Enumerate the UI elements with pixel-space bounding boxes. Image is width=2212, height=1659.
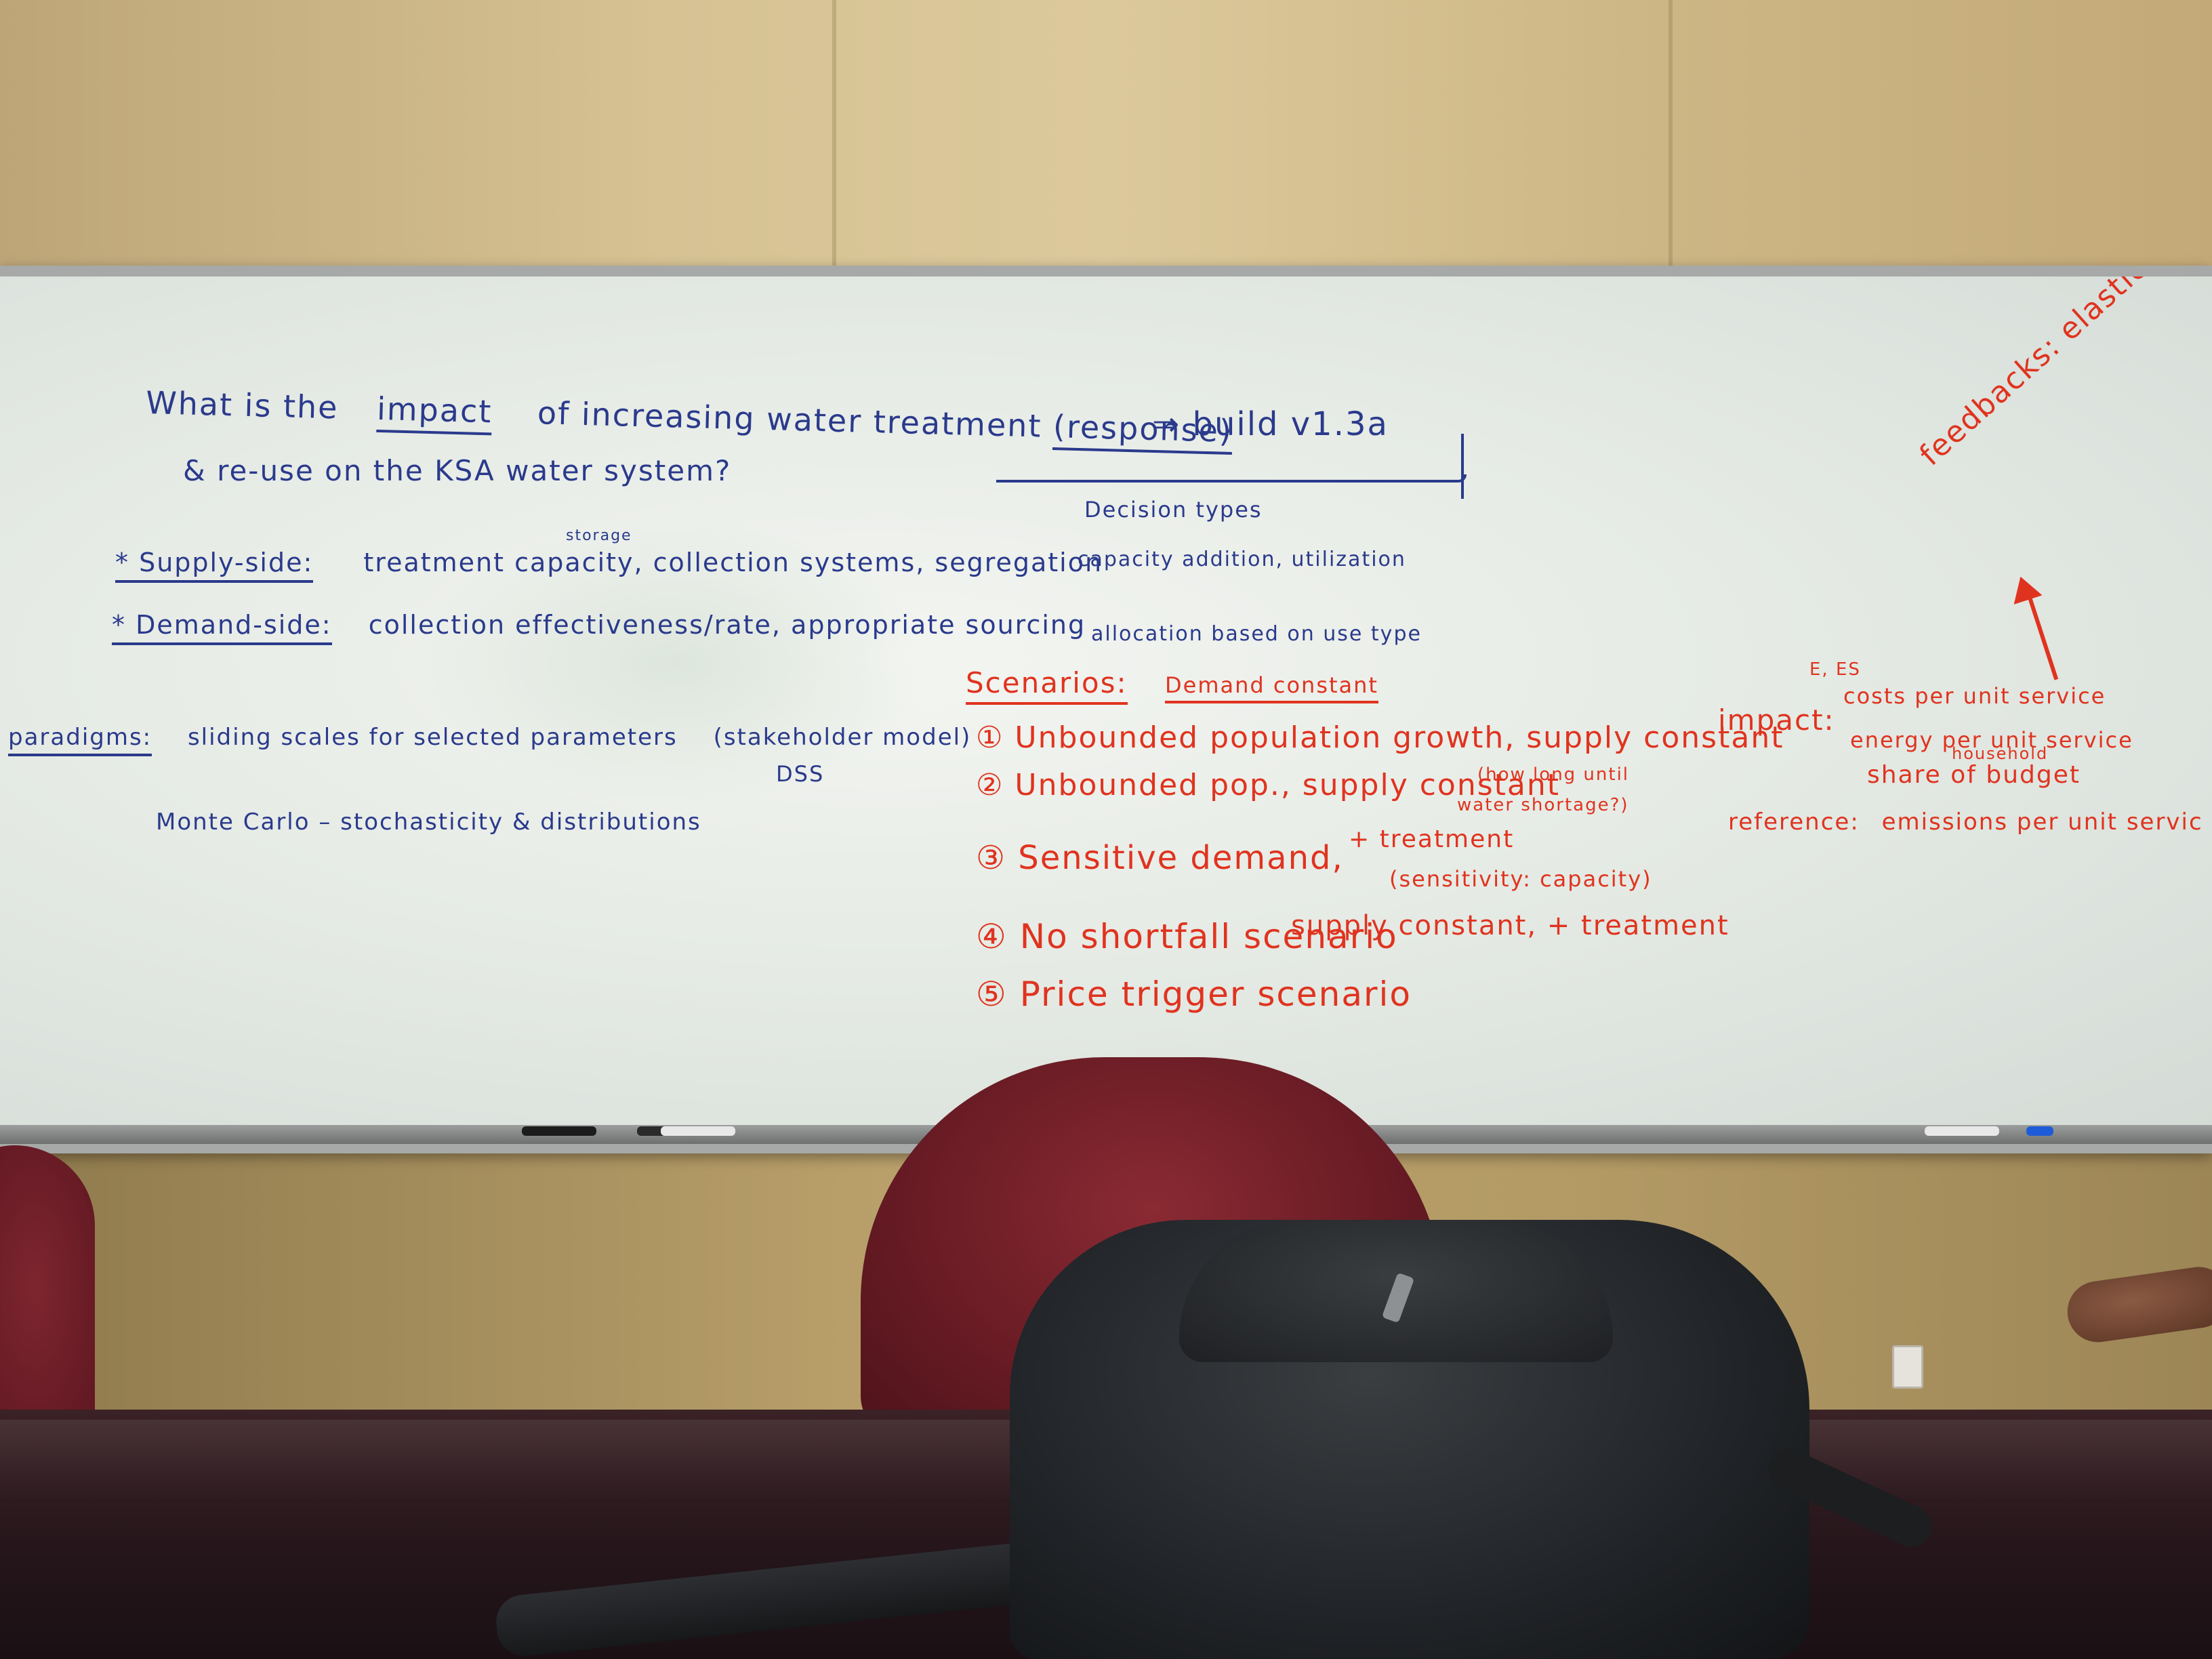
question-rest: of increasing water treatment <box>537 394 1043 445</box>
scenarios-title: Scenarios: <box>966 666 1128 705</box>
impact-insert: household <box>1952 744 2049 763</box>
build-bracket-vertical <box>1461 434 1464 499</box>
supply-side-text: treatment capacity, collection systems, … <box>363 548 1103 577</box>
question-what: What is the <box>145 384 340 426</box>
impact-line-2: energy per unit service <box>1850 727 2133 753</box>
scenario-1: ① Unbounded population growth, supply co… <box>976 720 1784 755</box>
decision-line-2: allocation based on use type <box>1091 622 1422 646</box>
feedbacks-text: feedbacks: elasticities <box>1912 276 2206 473</box>
monte-carlo-line: Monte Carlo – stochasticity & distributi… <box>156 808 701 836</box>
scenarios-title-line: Scenarios: Demand constant <box>966 666 1378 705</box>
paradigms-paren: (stakeholder model) <box>713 724 972 751</box>
build-bracket <box>996 474 1467 483</box>
paradigms-dss: DSS <box>776 761 825 787</box>
question-line-2: & re-use on the KSA water system? <box>183 454 732 487</box>
scenario-4: ④ No shortfall scenario <box>976 917 1398 956</box>
marker[interactable] <box>1925 1126 1999 1136</box>
scenario-2-note-b: water shortage?) <box>1457 795 1629 815</box>
scenario-4-note: supply constant, + treatment <box>1291 910 1729 941</box>
scenario-3-note-b: (sensitivity: capacity) <box>1389 866 1652 892</box>
question-impact: impact <box>376 390 493 436</box>
reference-line: reference: emissions per unit servic <box>1728 808 2203 836</box>
whiteboard: What is the impact of increasing water t… <box>0 276 2212 1130</box>
build-note: ⇒ build v1.3a <box>1152 405 1389 443</box>
wall-upper <box>0 0 2212 271</box>
scenario-2-note-a: (how long until <box>1477 764 1630 785</box>
paradigms-label: paradigms: <box>8 724 152 756</box>
demand-side-label: * Demand-side: <box>112 610 332 645</box>
impact-line-3: share of budget <box>1867 761 2081 789</box>
decision-line-1: capacity addition, utilization <box>1078 548 1406 571</box>
wall-seam <box>832 0 836 271</box>
impact-line-1: costs per unit service <box>1843 683 2106 709</box>
wall-seam <box>1668 0 1673 271</box>
wall-outlet <box>1892 1345 1923 1389</box>
supply-side-insert: storage <box>566 527 632 544</box>
paradigms-text: sliding scales for selected parameters <box>187 724 678 751</box>
demand-side-text: collection effectiveness/rate, appropria… <box>368 610 1086 640</box>
supply-side-line: * Supply-side: treatment capacity, colle… <box>115 548 1103 583</box>
question-line-1: What is the impact of increasing water t… <box>145 384 1233 455</box>
scenario-3: ③ Sensitive demand, <box>976 839 1344 877</box>
scenario-2: ② Unbounded pop., supply constant <box>976 768 1560 802</box>
scenario-3-note-a: + treatment <box>1349 825 1515 853</box>
reference-label: reference: <box>1728 808 1860 836</box>
scenarios-note: Demand constant <box>1164 672 1378 703</box>
marker[interactable] <box>522 1126 596 1136</box>
decision-title: Decision types <box>1084 497 1263 523</box>
impact-label: impact: <box>1718 703 1835 737</box>
impact-superscript: E, ES <box>1809 659 1861 680</box>
marker[interactable] <box>2026 1126 2053 1136</box>
supply-side-label: * Supply-side: <box>115 548 314 583</box>
demand-side-line: * Demand-side: collection effectiveness/… <box>112 610 1086 645</box>
reference-text: emissions per unit servic <box>1881 808 2203 836</box>
scenario-5: ⑤ Price trigger scenario <box>976 975 1412 1014</box>
marker[interactable] <box>661 1126 735 1136</box>
paradigms-line: paradigms: sliding scales for selected p… <box>8 724 972 756</box>
feedbacks-note: feedbacks: elasticities <box>1913 276 2205 472</box>
board-glare <box>420 520 935 805</box>
